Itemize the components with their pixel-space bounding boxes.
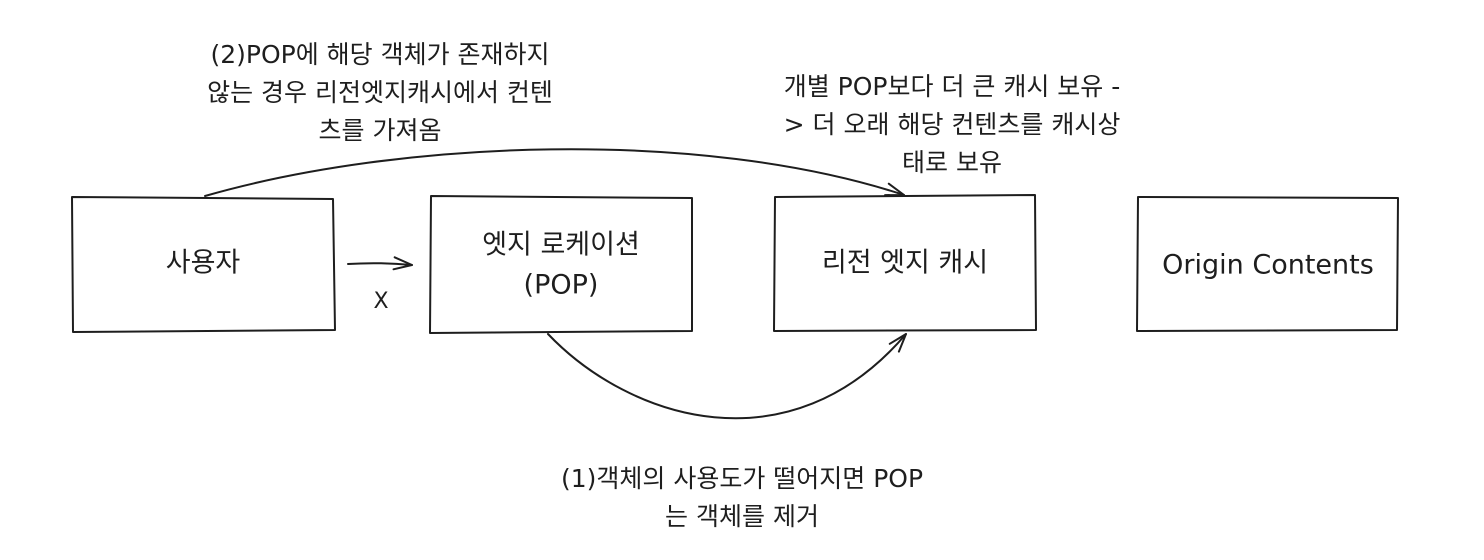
regional-edge-cache-node[interactable]: 리전 엣지 캐시: [773, 194, 1037, 332]
pop-to-regional-cache-arrow: [547, 333, 907, 420]
user-node[interactable]: 사용자: [71, 196, 336, 333]
evict-note-line-2: 는 객체를 제거: [665, 502, 819, 531]
edge-location-box: [429, 195, 693, 334]
cache-note: 개별 POP보다 더 큰 캐시 보유 - > 더 오래 해당 컨텐츠를 캐시상 …: [784, 72, 1121, 177]
regional-edge-cache-box: [773, 194, 1037, 332]
user-box: [71, 196, 336, 333]
miss-note-line-2: 않는 경우 리전엣지캐시에서 컨텐: [207, 78, 553, 107]
edge-location-label-line1: 엣지 로케이션: [482, 230, 640, 261]
edge-location-label-line2: (POP): [524, 270, 599, 301]
origin-box: [1136, 196, 1399, 332]
origin-label: Origin Contents: [1162, 250, 1374, 281]
miss-note-line-3: 츠를 가져옴: [319, 116, 442, 145]
origin-node[interactable]: Origin Contents: [1136, 196, 1399, 332]
user-label: 사용자: [166, 248, 241, 279]
cache-note-line-3: 태로 보유: [902, 148, 1002, 177]
miss-note: (2)POP에 해당 객체가 존재하지 않는 경우 리전엣지캐시에서 컨텐 츠를…: [207, 40, 553, 145]
cache-note-line-1: 개별 POP보다 더 큰 캐시 보유 -: [784, 72, 1121, 101]
miss-note-line-1: (2)POP에 해당 객체가 존재하지: [210, 40, 549, 69]
regional-edge-cache-label: 리전 엣지 캐시: [822, 248, 988, 279]
user-to-regional-cache-arrow: [204, 148, 905, 197]
evict-note-line-1: (1)객체의 사용도가 떨어지면 POP: [561, 464, 923, 493]
evict-note: (1)객체의 사용도가 떨어지면 POP 는 객체를 제거: [561, 464, 923, 531]
cache-note-line-2: > 더 오래 해당 컨텐츠를 캐시상: [784, 110, 1121, 139]
edge-location-node[interactable]: 엣지 로케이션 (POP): [429, 195, 693, 334]
user-to-pop-arrow: [347, 256, 413, 271]
user-to-pop-x-mark: X: [373, 289, 388, 314]
